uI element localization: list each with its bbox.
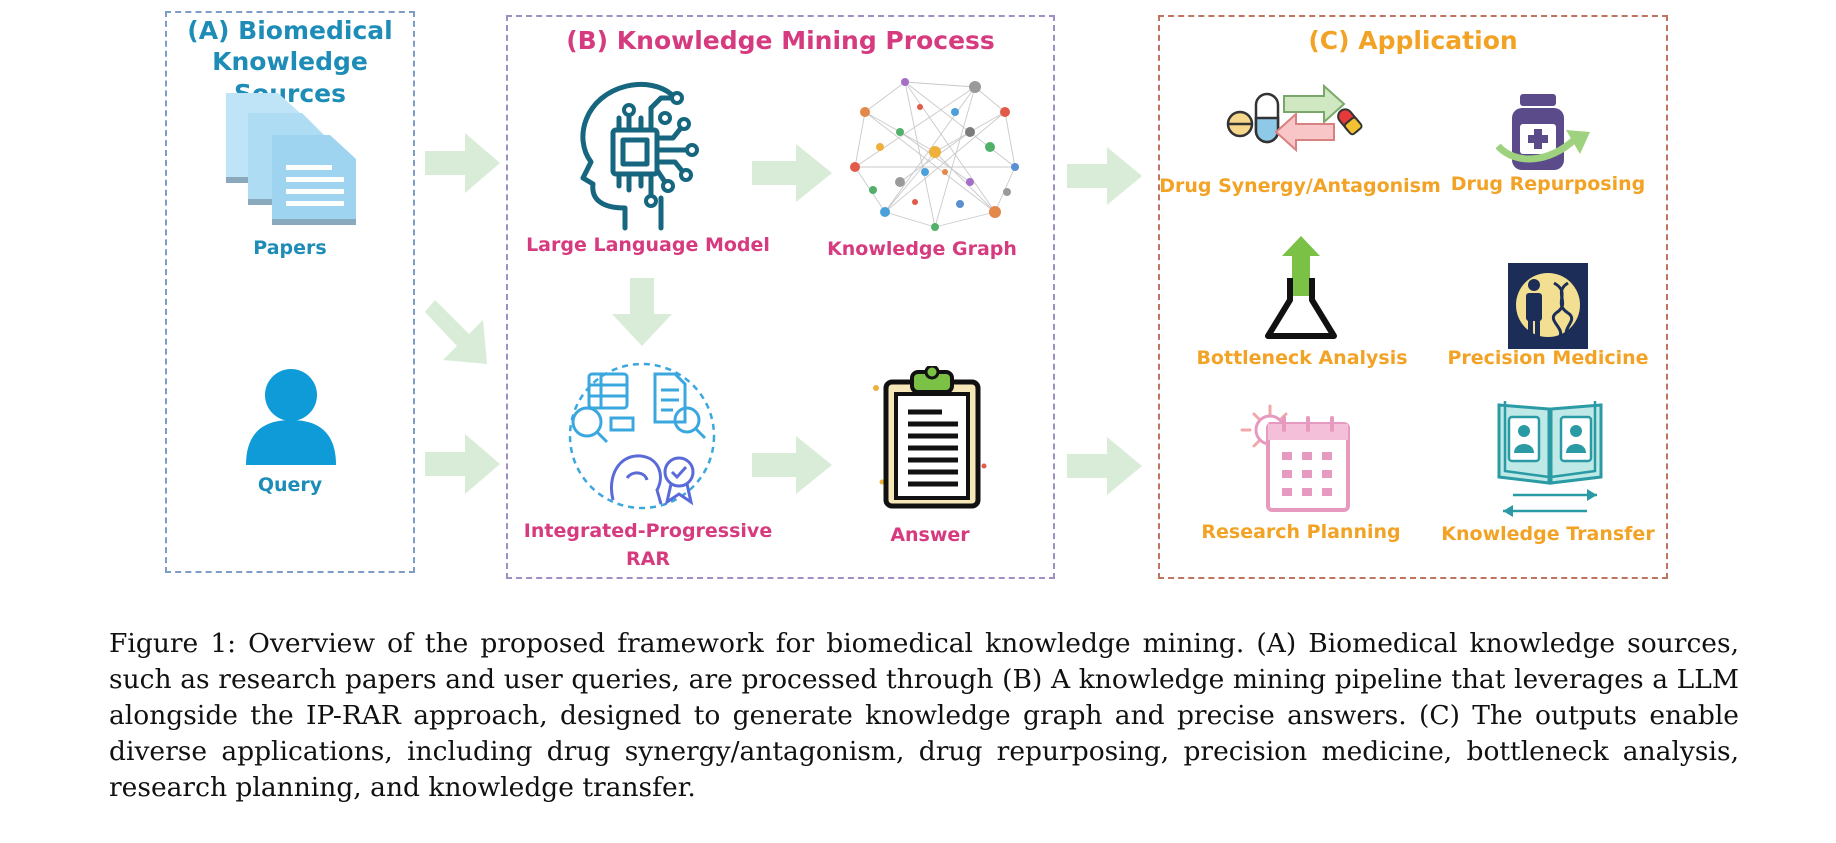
drug-repurposing-icon xyxy=(1496,94,1590,170)
precision-medicine-label: Precision Medicine xyxy=(1447,347,1649,369)
bottleneck-analysis-label: Bottleneck Analysis xyxy=(1196,347,1408,369)
panel-c-title: (C) Application xyxy=(1308,26,1518,55)
research-planning-icon xyxy=(1240,404,1350,512)
flask-growth-icon xyxy=(1265,236,1337,339)
arrow-llm-to-rar xyxy=(612,278,672,346)
llm-label: Large Language Model xyxy=(526,234,770,256)
knowledge-transfer-icon xyxy=(1497,401,1603,517)
arrow-rar-to-answer xyxy=(752,436,832,494)
rar-label: Integrated-Progressive RAR xyxy=(523,520,773,570)
drug-synergy-label: Drug Synergy/Antagonism xyxy=(1159,175,1441,197)
papers-icon xyxy=(226,93,356,225)
knowledge-transfer-label: Knowledge Transfer xyxy=(1441,523,1655,545)
kg-label: Knowledge Graph xyxy=(827,238,1017,260)
panel-b-title: (B) Knowledge Mining Process xyxy=(566,26,995,55)
arrow-answer-to-application xyxy=(1067,437,1142,495)
panel-a-title: (A) Biomedical Knowledge Sources xyxy=(187,16,393,108)
arrow-query-to-rar xyxy=(425,434,500,494)
drug-repurposing-label: Drug Repurposing xyxy=(1450,173,1646,195)
papers-label: Papers xyxy=(253,237,327,259)
user-query-icon xyxy=(246,369,336,465)
precision-medicine-icon xyxy=(1508,263,1588,349)
panel-c-application xyxy=(1158,15,1668,579)
figure-caption: Figure 1: Overview of the proposed frame… xyxy=(109,628,1739,803)
knowledge-graph-icon xyxy=(850,78,1019,231)
clipboard-answer-icon xyxy=(873,366,987,509)
panel-b-knowledge-mining xyxy=(506,15,1055,579)
arrow-llm-to-kg xyxy=(752,144,832,202)
query-label: Query xyxy=(257,474,323,496)
panel-a-knowledge-sources xyxy=(165,11,415,573)
answer-label: Answer xyxy=(890,524,970,546)
arrow-kg-to-application xyxy=(1067,147,1142,205)
brain-chip-icon xyxy=(580,81,699,231)
arrow-papers-to-llm xyxy=(425,133,500,193)
arrow-papers-to-rar xyxy=(425,300,487,364)
drug-pills-icon xyxy=(1226,84,1363,152)
integrated-rar-icon xyxy=(568,362,716,510)
research-planning-label: Research Planning xyxy=(1201,521,1401,543)
